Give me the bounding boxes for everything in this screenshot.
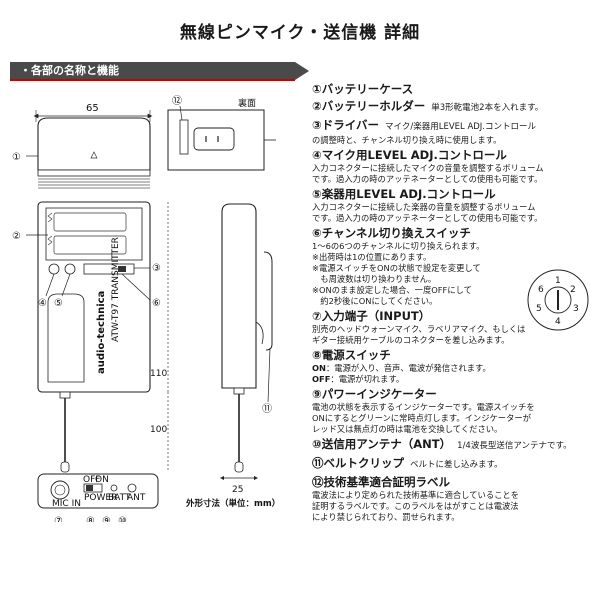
model-text: ATW-T97 TRANSMITTER xyxy=(111,237,121,342)
callout-5: ⑤ xyxy=(54,298,63,309)
part-10: ⑩送信用アンテナ（ANT）1/4波長型送信アンテナです。 xyxy=(312,437,572,451)
part-6: ⑥チャンネル切り換えスイッチ 1～6の6つのチャンネルに切り換えられます。 ※出… xyxy=(312,226,485,306)
callout-3: ③ xyxy=(152,263,161,274)
callout-11: ⑪ xyxy=(262,403,272,415)
callout-12: ⑫ xyxy=(172,95,182,107)
part-4: ④マイク用LEVEL ADJ.コントロール 入力コネクターに接続したマイクの音量… xyxy=(312,148,544,184)
part-2: ②バッテリーホルダー単3形乾電池2本を入れます。 xyxy=(312,99,544,113)
back-view-label: 裏面 xyxy=(238,97,256,109)
back-view-drawing xyxy=(167,109,276,171)
callout-1: ① xyxy=(12,152,21,163)
dial-number-3: 3 xyxy=(573,304,579,314)
label-mic-in: MIC IN xyxy=(52,499,81,509)
callout-2: ② xyxy=(12,231,21,242)
dial-number-4: 4 xyxy=(555,317,561,327)
callout-9: ⑨ xyxy=(102,516,111,522)
label-off: OFF xyxy=(83,475,100,485)
callout-10: ⑩ xyxy=(118,516,127,522)
part-1: ①バッテリーケース xyxy=(312,82,414,96)
transmitter-side-drawing xyxy=(221,203,273,473)
dim-width: 65 xyxy=(86,103,99,114)
part-8: ⑧電源スイッチ ON：電源が入り、音声、電波が発信されます。 OFF：電源が切れ… xyxy=(312,348,491,384)
label-ant: ANT xyxy=(127,493,146,503)
dial-number-2: 2 xyxy=(570,285,576,295)
label-power: POWER xyxy=(84,493,117,503)
channel-dial-illustration: 1 2 3 4 5 6 xyxy=(527,269,589,331)
bottom-view-drawing xyxy=(37,473,159,509)
part-9: ⑨パワーインジケーター 電池の状態を表示するインジケーターです。電源スイッチを … xyxy=(312,387,535,434)
dial-number-1: 1 xyxy=(555,276,561,286)
part-12: ⑫技術基準適合証明ラベル 電波法により定められた技術基準に適合していることを 証… xyxy=(312,475,520,522)
parts-list: ①バッテリーケース ②バッテリーホルダー単3形乾電池2本を入れます。 ③ドライバ… xyxy=(312,82,594,525)
part-5: ⑤楽器用LEVEL ADJ.コントロール 入力コネクターに接続した楽器の音量を調… xyxy=(312,187,543,223)
dim-height-lower: 100 xyxy=(150,425,167,435)
transmitter-front-drawing: audio-technica ATW-T97 TRANSMITTER xyxy=(37,201,151,473)
part-11: ⑪ベルトクリップベルトに差し込みます。 xyxy=(312,456,503,470)
page-title: 無線ピンマイク・送信機 詳細 xyxy=(179,23,421,43)
section-heading: ・各部の名称と機能 xyxy=(10,62,309,80)
dial-number-6: 6 xyxy=(538,285,544,295)
callout-8: ⑧ xyxy=(86,516,95,522)
label-batt: BATT xyxy=(108,493,131,503)
part-3: ③ドライバーマイク/楽器用LEVEL ADJ.コントロール の調整時と、チャンネ… xyxy=(312,118,537,145)
dim-depth: 25 xyxy=(232,485,243,495)
callout-7: ⑦ xyxy=(54,516,63,522)
dim-height-upper: 110 xyxy=(150,369,167,379)
brand-logo: audio-technica xyxy=(96,291,107,374)
section-rule xyxy=(10,79,295,81)
device-diagram: 65 ① 裏面 ⑫ audio-technica xyxy=(12,95,280,522)
dial-number-5: 5 xyxy=(536,304,542,314)
callout-6: ⑥ xyxy=(152,298,161,309)
dimensions-caption: 外形寸法（単位：mm） xyxy=(185,498,280,509)
label-on: ON xyxy=(95,475,109,485)
part-7: ⑦入力端子（INPUT） 別売のヘッドウォーンマイク、ラベリアマイク、もしくは … xyxy=(312,309,526,345)
callout-4: ④ xyxy=(38,298,47,309)
battery-case-drawing xyxy=(37,117,151,189)
